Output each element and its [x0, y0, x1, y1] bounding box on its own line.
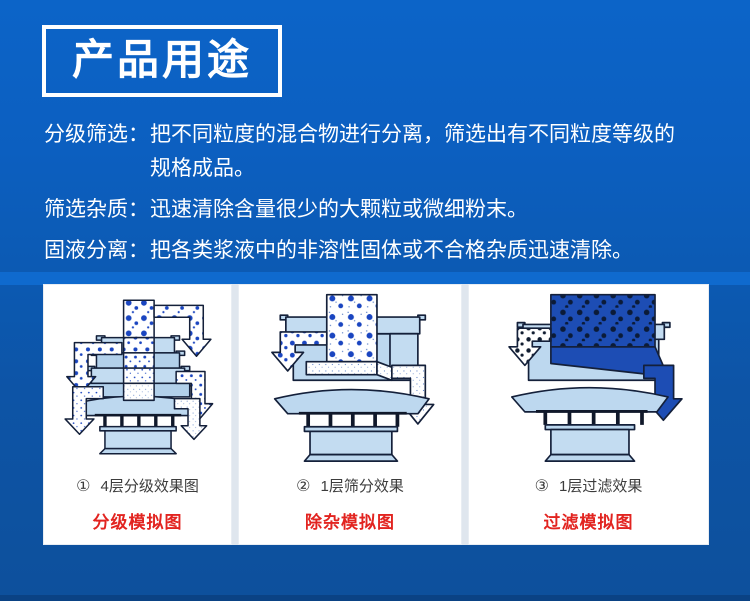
machine-springs: [535, 410, 648, 425]
figure-card-classifying: ① 4层分级效果图 分级模拟图: [43, 284, 232, 545]
figure-number: ③: [534, 477, 549, 495]
figure-number: ②: [296, 477, 311, 495]
use-text: 迅速清除含量很少的大颗粒或微细粉末。: [150, 198, 528, 221]
classifier-diagram: [63, 299, 213, 455]
use-text: 把各类浆液中的非溶性固体或不合格杂质迅速清除。: [150, 239, 633, 262]
feed-column: [122, 299, 155, 402]
use-row-classifying: 分级筛选： 把不同粒度的混合物进行分离，筛选出有不同粒度等级的规格成品。: [44, 118, 714, 186]
figure-caption-text: 1层过滤效果: [559, 478, 643, 495]
coarse-arrow: [271, 331, 328, 372]
flow-arrow-level4: [63, 385, 104, 435]
use-label: 筛选杂质：: [44, 198, 149, 221]
filtering-diagram: [507, 293, 683, 462]
flow-arrow-fines: [173, 397, 207, 441]
use-label: 固液分离：: [44, 239, 149, 262]
uses-list: 分级筛选： 把不同粒度的混合物进行分离，筛选出有不同粒度等级的规格成品。 筛选杂…: [44, 118, 714, 275]
figure-card-impurity-removal: ② 1层筛分效果 除杂模拟图: [238, 284, 462, 545]
machine-springs: [94, 413, 181, 427]
machine-dish: [510, 386, 669, 413]
page-title: 产品用途: [42, 25, 283, 98]
solids-arrow: [507, 327, 552, 367]
use-row-solid-liquid: 固液分离： 把各类浆液中的非溶性固体或不合格杂质迅速清除。: [44, 234, 714, 268]
machine-base: [98, 425, 177, 455]
liquid-tank: [549, 293, 656, 348]
machine-base: [303, 425, 399, 462]
figure-caption: ③ 1层过滤效果: [535, 475, 643, 496]
feed-column: [325, 293, 378, 363]
figure-label-red: 分级模拟图: [92, 513, 183, 532]
use-label: 分级筛选：: [44, 123, 149, 146]
fines-layer: [305, 360, 393, 382]
use-row-impurity: 筛选杂质： 迅速清除含量很少的大颗粒或微细粉末。: [44, 193, 714, 227]
bottom-bar: [0, 595, 750, 601]
flow-arrow-level2: [65, 341, 123, 395]
machine-dish: [273, 388, 430, 415]
use-text: 把不同粒度的混合物进行分离，筛选出有不同粒度等级的规格成品。: [150, 123, 675, 180]
figure-caption: ① 4层分级效果图: [76, 475, 199, 496]
machine-base: [543, 424, 635, 462]
figure-label-red: 除杂模拟图: [305, 513, 395, 532]
flow-arrow-level1: [152, 304, 212, 357]
figure-cards: ① 4层分级效果图 分级模拟图: [43, 284, 709, 545]
sieving-diagram: [271, 293, 435, 462]
figure-caption-text: 1层筛分效果: [320, 478, 404, 495]
accent-strip: [0, 272, 750, 285]
machine-springs: [298, 411, 407, 427]
page-title-text: 产品用途: [72, 36, 253, 83]
figure-card-filtering: ③ 1层过滤效果 过滤模拟图: [468, 284, 709, 545]
figure-caption: ② 1层筛分效果: [296, 475, 404, 496]
figure-number: ①: [76, 477, 91, 495]
figure-caption-text: 4层分级效果图: [100, 478, 199, 495]
figure-label-red: 过滤模拟图: [543, 513, 634, 532]
